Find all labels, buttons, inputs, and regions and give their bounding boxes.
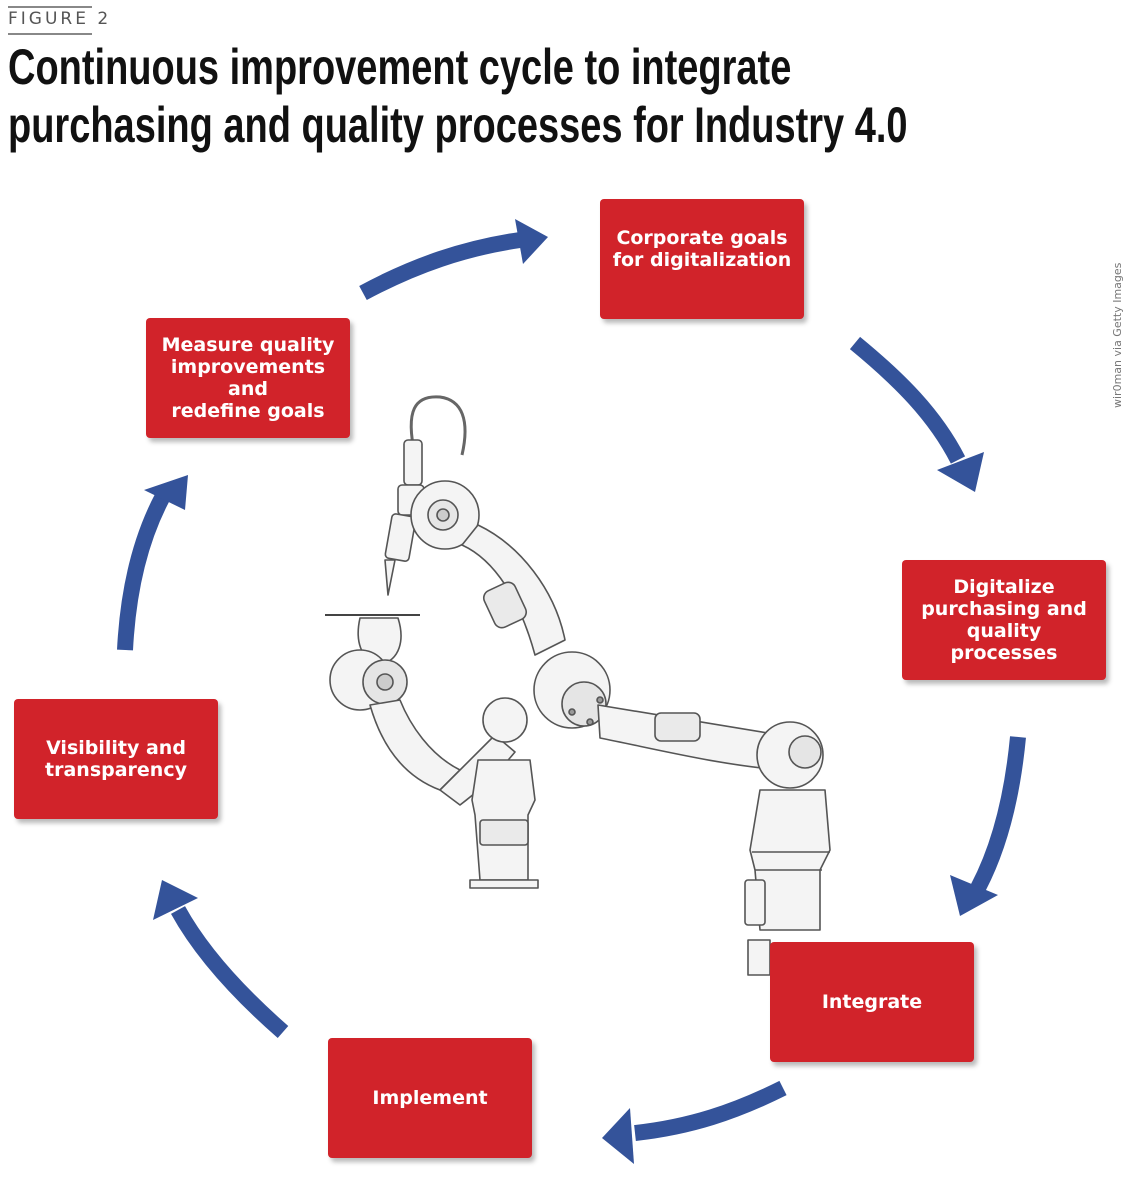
cycle-arrows: [117, 219, 1026, 1164]
step-label: Visibility and transparency: [45, 737, 187, 781]
step-label: Digitalize purchasing and quality proces…: [921, 576, 1087, 664]
step-digitalize: Digitalize purchasing and quality proces…: [902, 560, 1106, 680]
arrow-digitalize-to-integrate-icon: [950, 736, 1026, 916]
arrow-corporate-to-digitalize-icon: [849, 336, 984, 492]
arrow-implement-to-visibility-icon: [153, 880, 289, 1039]
figure-title-line-2: purchasing and quality processes for Ind…: [8, 97, 908, 153]
step-measure-improvements: Measure quality improvements and redefin…: [146, 318, 350, 438]
arrow-integrate-to-implement-icon: [602, 1080, 787, 1164]
figure-label-rule-top: [8, 6, 92, 8]
arrow-visibility-to-measure-icon: [117, 475, 188, 651]
figure-label: FIGURE 2: [8, 9, 112, 29]
step-label: Implement: [372, 1087, 488, 1109]
step-integrate: Integrate: [770, 942, 974, 1062]
figure-label-rule-bottom: [8, 33, 92, 35]
step-label: Corporate goals for digitalization: [612, 227, 792, 271]
step-label: Integrate: [821, 991, 923, 1013]
figure-title: Continuous improvement cycle to integrat…: [8, 38, 908, 154]
step-label: Measure quality improvements and redefin…: [161, 334, 335, 422]
robotic-arm-illustration: [325, 395, 831, 976]
arrow-measure-to-corporate-icon: [359, 219, 548, 301]
step-visibility-transparency: Visibility and transparency: [14, 699, 218, 819]
step-implement: Implement: [328, 1038, 532, 1158]
step-corporate-goals: Corporate goals for digitalization: [600, 199, 804, 319]
figure-title-line-1: Continuous improvement cycle to integrat…: [8, 39, 792, 95]
